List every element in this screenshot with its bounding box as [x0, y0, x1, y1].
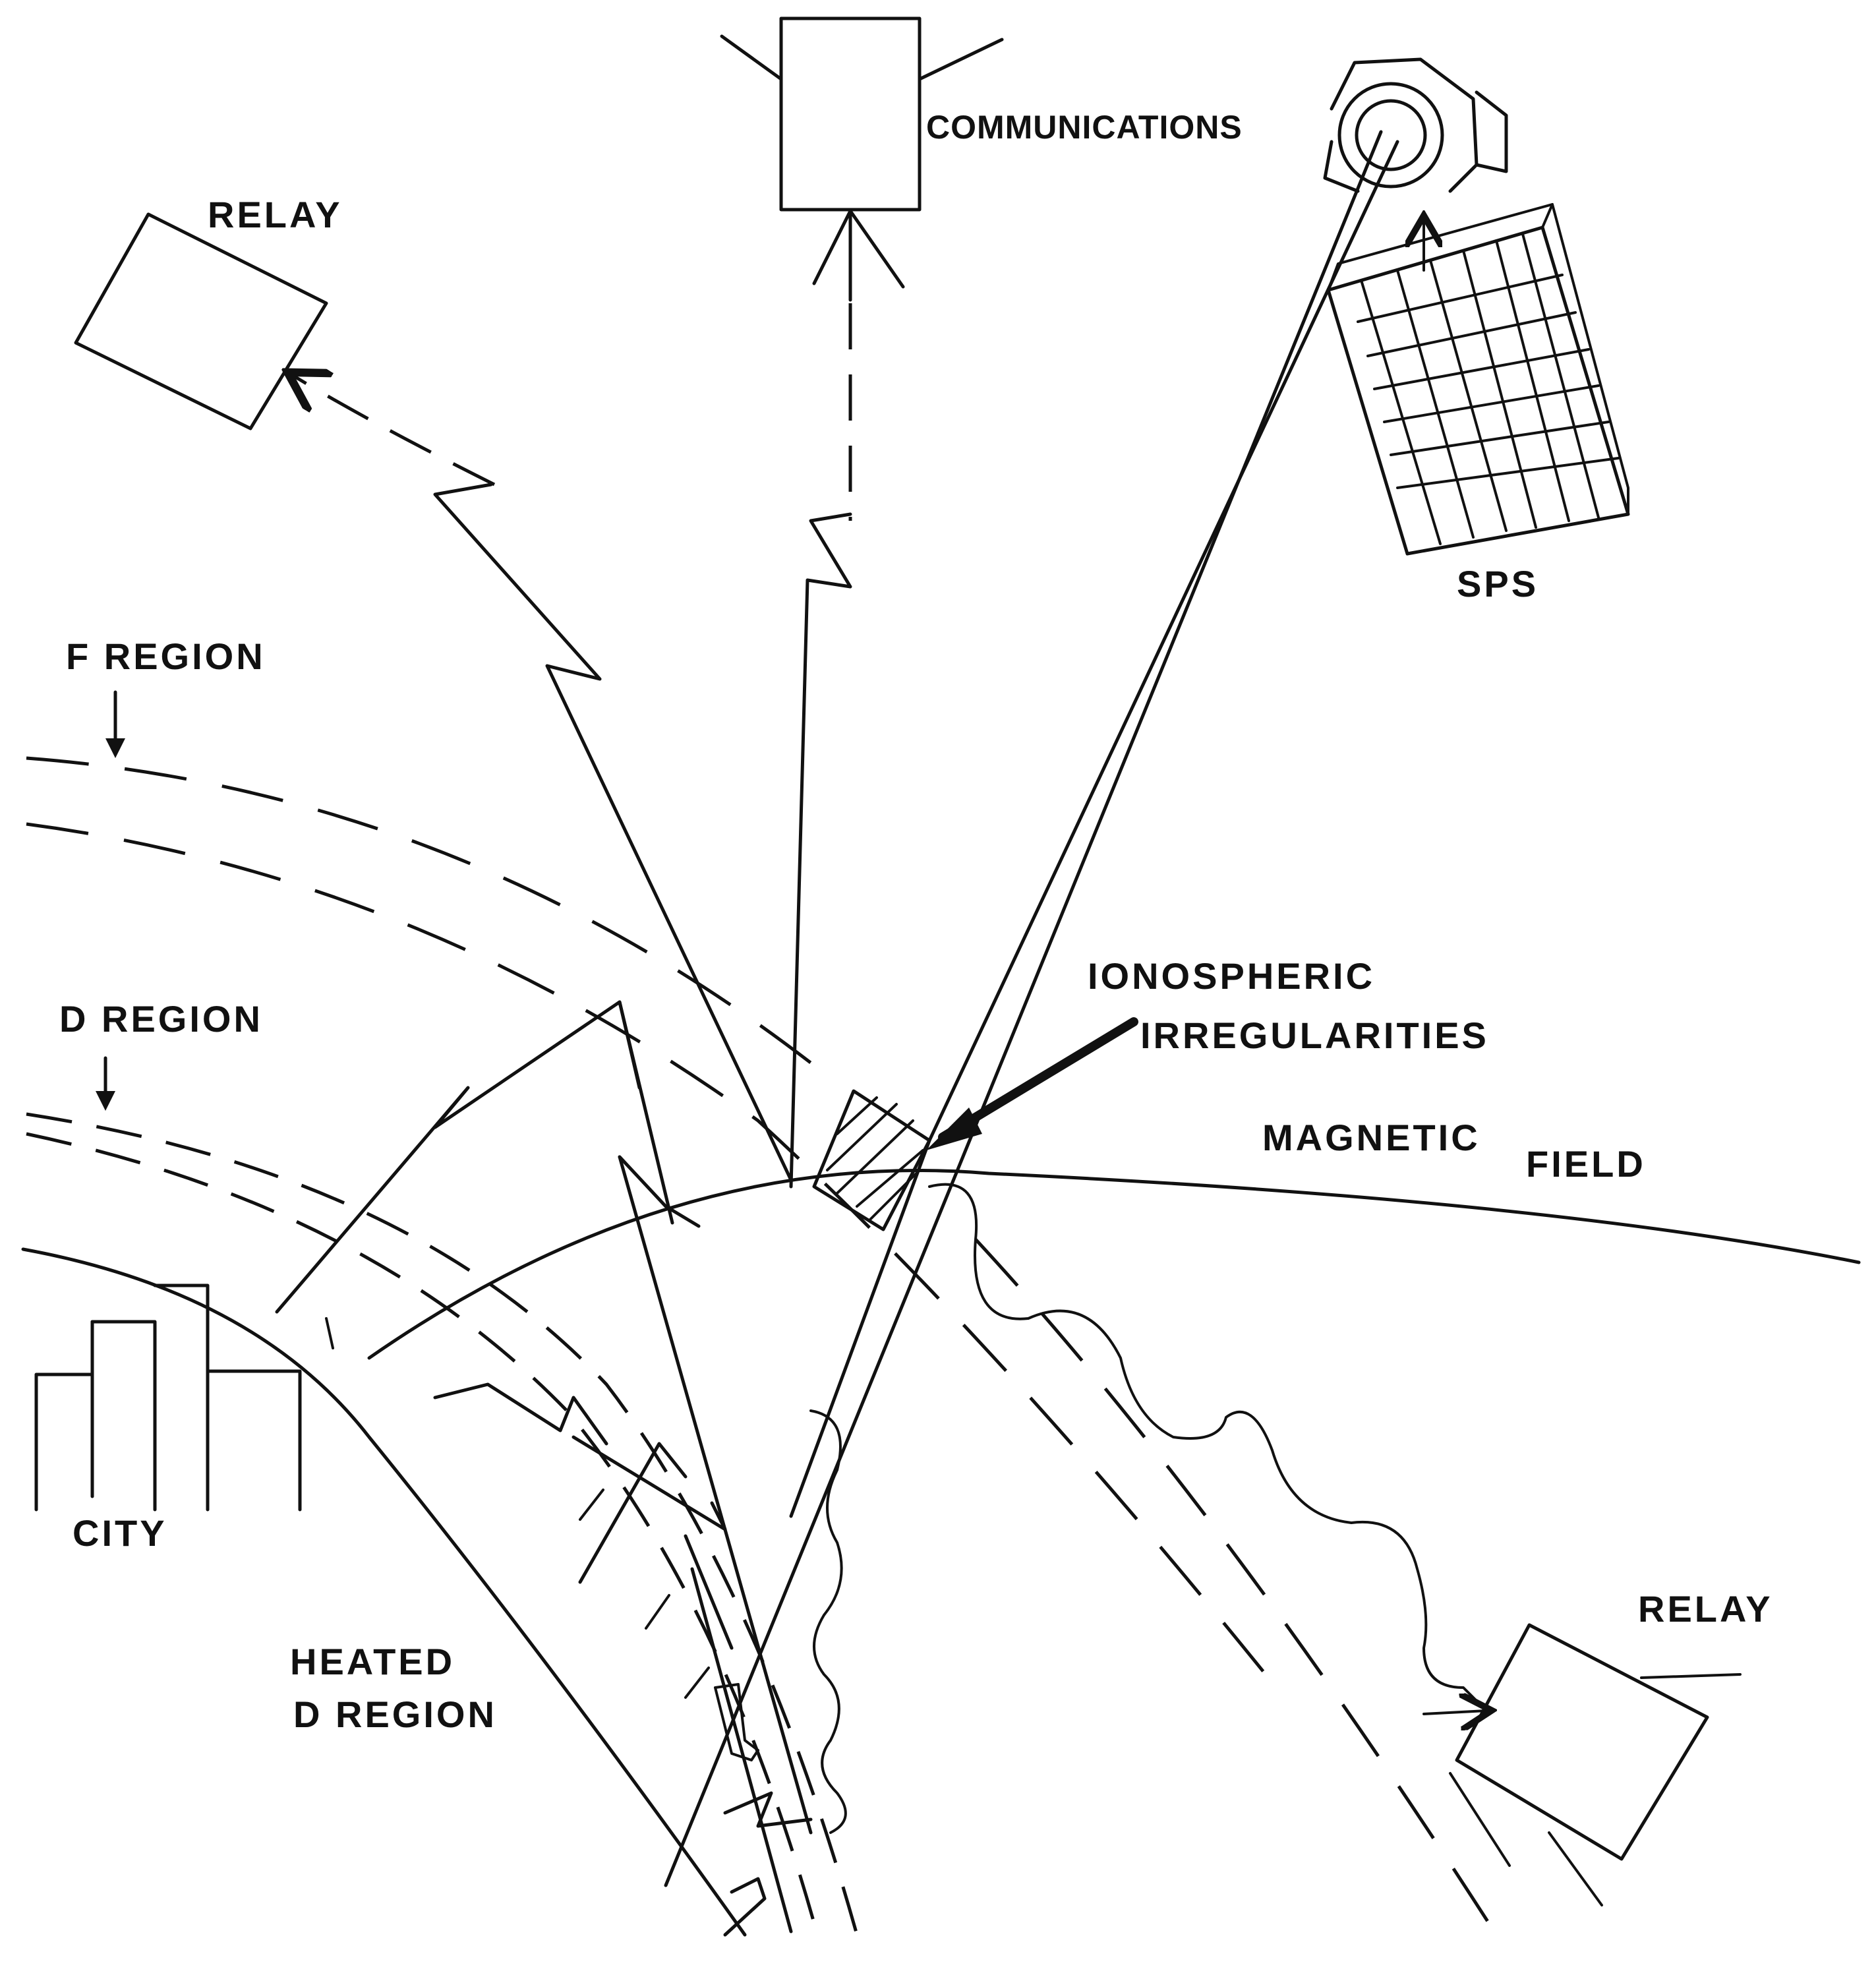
communications-arrow-head [812, 209, 905, 302]
city-label: CITY [73, 1512, 167, 1554]
ground-ray-paths [275, 1000, 813, 1937]
ground-receiver [714, 1683, 759, 1761]
irregularities-label: IRREGULARITIES [1140, 1015, 1489, 1056]
surface-ticks [325, 1317, 710, 1699]
heated-region-label-line2: D REGION [293, 1694, 497, 1735]
communications-label: COMMUNICATIONS [926, 109, 1243, 146]
relay-bottom-label: RELAY [1638, 1588, 1773, 1630]
relay-bottom-arrow [1422, 1711, 1486, 1714]
relay-top-box [74, 212, 328, 430]
sps-label: SPS [1457, 563, 1539, 605]
relay-bottom-antenna [1640, 1673, 1742, 1679]
relay-top-label: RELAY [208, 194, 343, 235]
magnetic-field-line [367, 1169, 1861, 1360]
reflected-rays [684, 1534, 793, 1933]
d-region-arrow [96, 1056, 115, 1111]
f-region-arrow [105, 690, 125, 758]
heated-region-label-line1: HEATED [290, 1641, 455, 1682]
outer-dashed-trace [974, 1238, 1498, 1936]
f-region-label: F REGION [66, 635, 266, 677]
relay-top-link [293, 376, 496, 487]
irregularities-pointer-head [926, 1107, 982, 1150]
f-region-layer-lower [26, 822, 1267, 1676]
earth-surface [21, 1247, 747, 1937]
d-region-layer-upper [26, 1112, 859, 1935]
heated-region-wave [809, 1409, 847, 1834]
ionospheric-label: IONOSPHERIC [1088, 955, 1375, 997]
field-label: FIELD [1526, 1143, 1646, 1185]
city-buildings [34, 1284, 302, 1512]
wavy-propagation [928, 1183, 1478, 1702]
irregularities-pointer [938, 1017, 1138, 1142]
ionospheric-patch [812, 1089, 931, 1231]
magnetic-label: MAGNETIC [1262, 1117, 1480, 1158]
f-region-layer-upper [26, 756, 819, 1069]
d-region-label: D REGION [59, 998, 263, 1040]
sps-solar-panel [1326, 203, 1630, 556]
relay-bottom-stand [1449, 1772, 1603, 1906]
relay-bottom-box [1455, 1623, 1709, 1861]
sps-beam [664, 130, 1399, 1887]
relay-top-zigzag [433, 483, 793, 1182]
communications-zigzag [789, 512, 852, 1189]
sps-dish [1323, 57, 1508, 193]
